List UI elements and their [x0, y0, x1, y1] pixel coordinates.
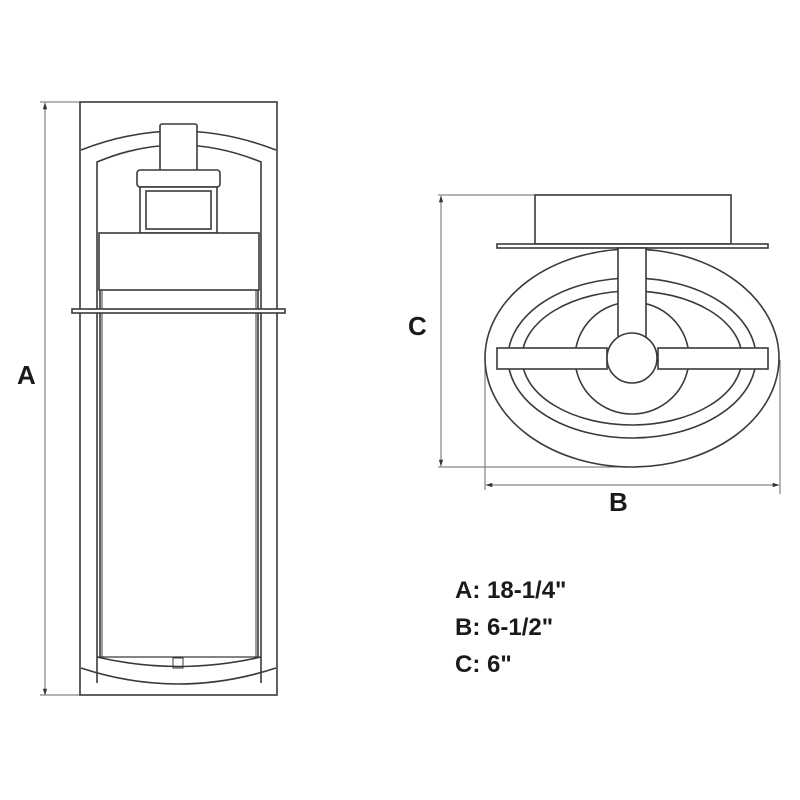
spec-c-value: 6" — [487, 651, 512, 678]
dimension-b-line — [484, 360, 781, 494]
mount-block — [159, 123, 198, 172]
hub — [606, 332, 658, 384]
dimension-a-line — [40, 101, 80, 696]
dimension-c-label: C — [408, 311, 427, 341]
top-canopy — [98, 232, 260, 291]
horizontal-bar — [71, 308, 286, 314]
spec-a: A: 18-1/4" — [455, 577, 566, 605]
spec-b-key: B: — [455, 614, 481, 641]
front-view — [40, 101, 286, 696]
wall-box — [534, 194, 732, 245]
spec-a-value: 18-1/4" — [487, 577, 567, 604]
stem — [617, 247, 647, 342]
bottom-clip — [172, 657, 184, 669]
bottom-arch-outer — [80, 667, 277, 685]
cap — [136, 169, 221, 188]
spec-b: B: 6-1/2" — [455, 614, 553, 642]
left-arm — [496, 347, 608, 370]
dimension-b-label: B — [609, 487, 628, 517]
bottom-arch-inner — [96, 656, 262, 668]
socket-housing — [139, 186, 218, 234]
dimension-c-line — [438, 194, 632, 468]
dimension-a-label: A — [17, 360, 36, 390]
spec-a-key: A: — [455, 577, 481, 604]
right-arm — [657, 347, 769, 370]
backplate-outline — [79, 101, 278, 696]
spec-b-value: 6-1/2" — [487, 614, 554, 641]
spec-c: C: 6" — [455, 651, 512, 679]
top-view — [438, 194, 781, 494]
spec-c-key: C: — [455, 651, 481, 678]
